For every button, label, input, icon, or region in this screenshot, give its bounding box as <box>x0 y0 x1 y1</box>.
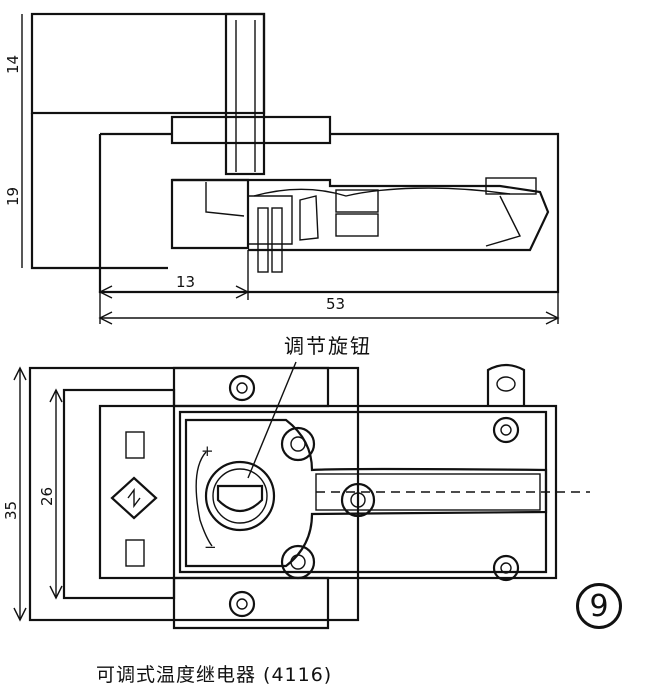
figure-caption: 可调式温度继电器 (4116) <box>96 664 333 686</box>
side-view: 14 19 13 53 <box>4 12 560 325</box>
side-body-outline <box>30 113 168 270</box>
contact-block <box>335 189 379 213</box>
front-view: + − 35 26 <box>2 361 590 630</box>
knob-shaft <box>224 12 266 176</box>
diamond-symbol-icon <box>110 476 158 520</box>
knob-minus-label: − <box>204 538 217 556</box>
dim-label-14: 14 <box>4 55 22 74</box>
screw-icon <box>228 374 520 618</box>
dim-label-26: 26 <box>38 487 56 506</box>
left-contact <box>125 431 145 459</box>
terminal-tab <box>486 363 526 406</box>
callout-leader <box>247 361 297 479</box>
knob-plus-label: + <box>201 442 214 460</box>
figure-number-badge: 9 <box>576 583 622 629</box>
figure-number: 9 <box>589 588 609 624</box>
bottom-tab <box>172 576 330 630</box>
adjust-knob <box>195 451 276 547</box>
dim-label-19: 19 <box>4 187 22 206</box>
knob-callout-label: 调节旋钮 <box>284 334 372 358</box>
dim-label-13: 13 <box>176 273 195 291</box>
mounting-flange <box>170 115 332 145</box>
base-block <box>170 178 250 250</box>
top-tab <box>172 366 330 408</box>
knob-outline <box>30 12 266 115</box>
terminal-pin <box>257 207 269 273</box>
dim-label-53: 53 <box>326 295 345 313</box>
dim-label-35: 35 <box>2 501 20 520</box>
